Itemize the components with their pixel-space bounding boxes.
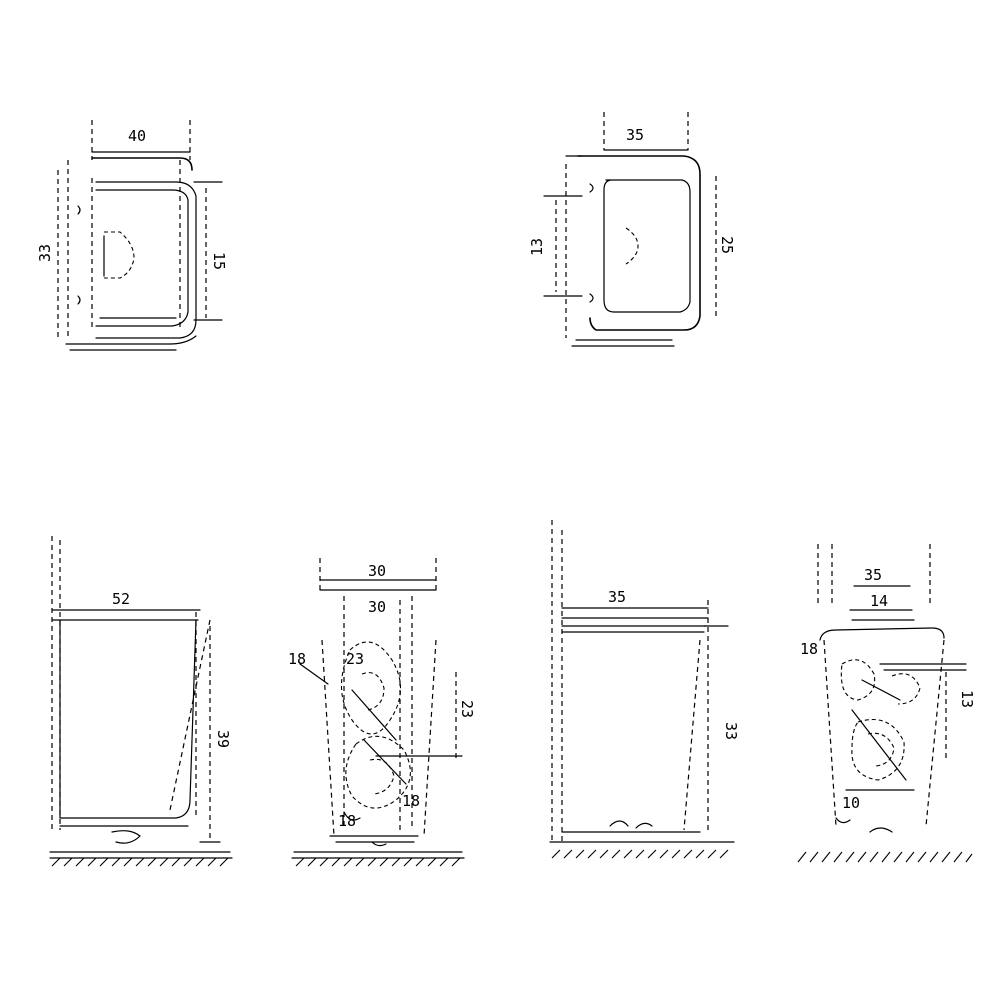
- front2-right-label: 13: [958, 690, 976, 708]
- ground-hatching-1: [49, 857, 233, 867]
- plan-left-depth-label: 33: [36, 244, 54, 262]
- front1-bottom-left-label: 18: [338, 812, 356, 830]
- front1-right-label: 23: [458, 700, 476, 718]
- side2-height-label: 33: [722, 722, 740, 740]
- plan-right-depth-label: 13: [528, 238, 546, 256]
- front1-width-label: 30: [368, 562, 386, 580]
- front1-inner-width-label: 30: [368, 598, 386, 616]
- side1-width-label: 52: [112, 590, 130, 608]
- front2-left-label: 18: [800, 640, 818, 658]
- plan-right-right-label: 25: [718, 236, 736, 254]
- plan-left-width-label: 40: [128, 127, 146, 145]
- plan-left-right-label: 15: [210, 252, 228, 270]
- plan-view-left: [57, 120, 223, 351]
- side-elevation-2: [549, 520, 735, 843]
- front-elevation-1: [293, 558, 463, 853]
- front1-inner-label: 23: [346, 650, 364, 668]
- front-elevation-2: [817, 544, 967, 833]
- plan-view-right: [543, 112, 717, 347]
- front2-bottom-label: 10: [842, 794, 860, 812]
- side-elevation-1: [49, 536, 231, 853]
- front2-width-label: 35: [864, 566, 882, 584]
- front1-bottom-right-label: 18: [402, 792, 420, 810]
- side2-width-label: 35: [608, 588, 626, 606]
- front2-inner-width-label: 14: [870, 592, 888, 610]
- plan-right-width-label: 35: [626, 126, 644, 144]
- side1-height-label: 39: [214, 730, 232, 748]
- ground-hatching-2: [291, 857, 465, 867]
- ground-hatching-4: [797, 851, 973, 863]
- front1-left-label: 18: [288, 650, 306, 668]
- ground-hatching-3: [551, 849, 729, 859]
